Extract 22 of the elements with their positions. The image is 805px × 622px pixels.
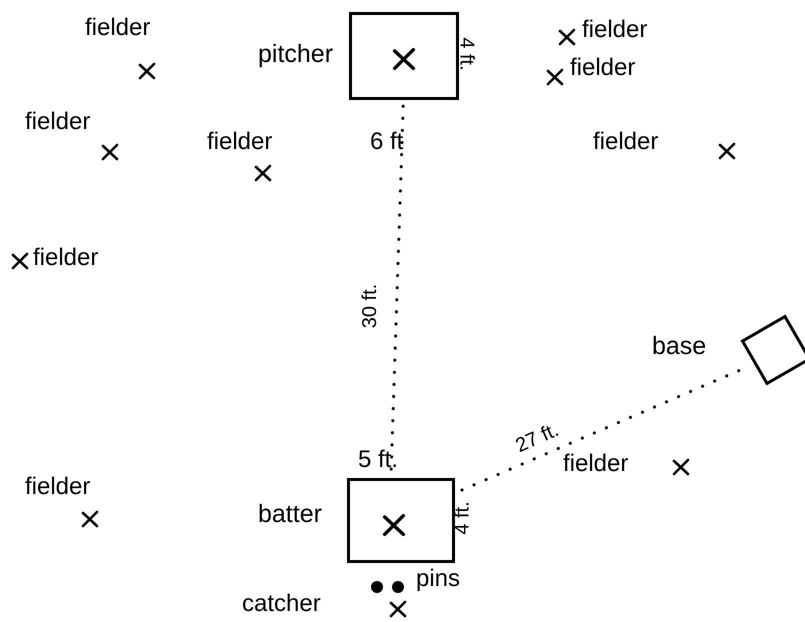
dimension-label: 4 ft. <box>452 501 473 535</box>
position-label: fielder <box>563 452 628 476</box>
position-label: pitcher <box>258 42 334 67</box>
position-label: fielder <box>593 130 658 154</box>
position-label: batter <box>258 502 322 527</box>
dimension-label: 27 ft. <box>512 420 562 456</box>
box-outline <box>349 12 459 100</box>
position-label: fielder <box>25 110 90 134</box>
position-label: catcher <box>242 592 321 616</box>
box-outline <box>347 478 455 563</box>
position-label: fielder <box>582 18 648 42</box>
position-label: fielder <box>570 56 636 80</box>
position-label: fielder <box>207 130 272 154</box>
position-label: 6 ft <box>370 130 404 154</box>
position-label: fielder <box>85 16 150 40</box>
position-label: base <box>652 334 706 359</box>
dimension-label: 4 ft. <box>456 37 477 71</box>
dimension-label: 30 ft. <box>360 284 380 328</box>
position-label: fielder <box>25 475 90 499</box>
position-label: 5 ft. <box>358 448 398 472</box>
position-label: pins <box>416 567 460 591</box>
position-label: fielder <box>33 246 98 270</box>
